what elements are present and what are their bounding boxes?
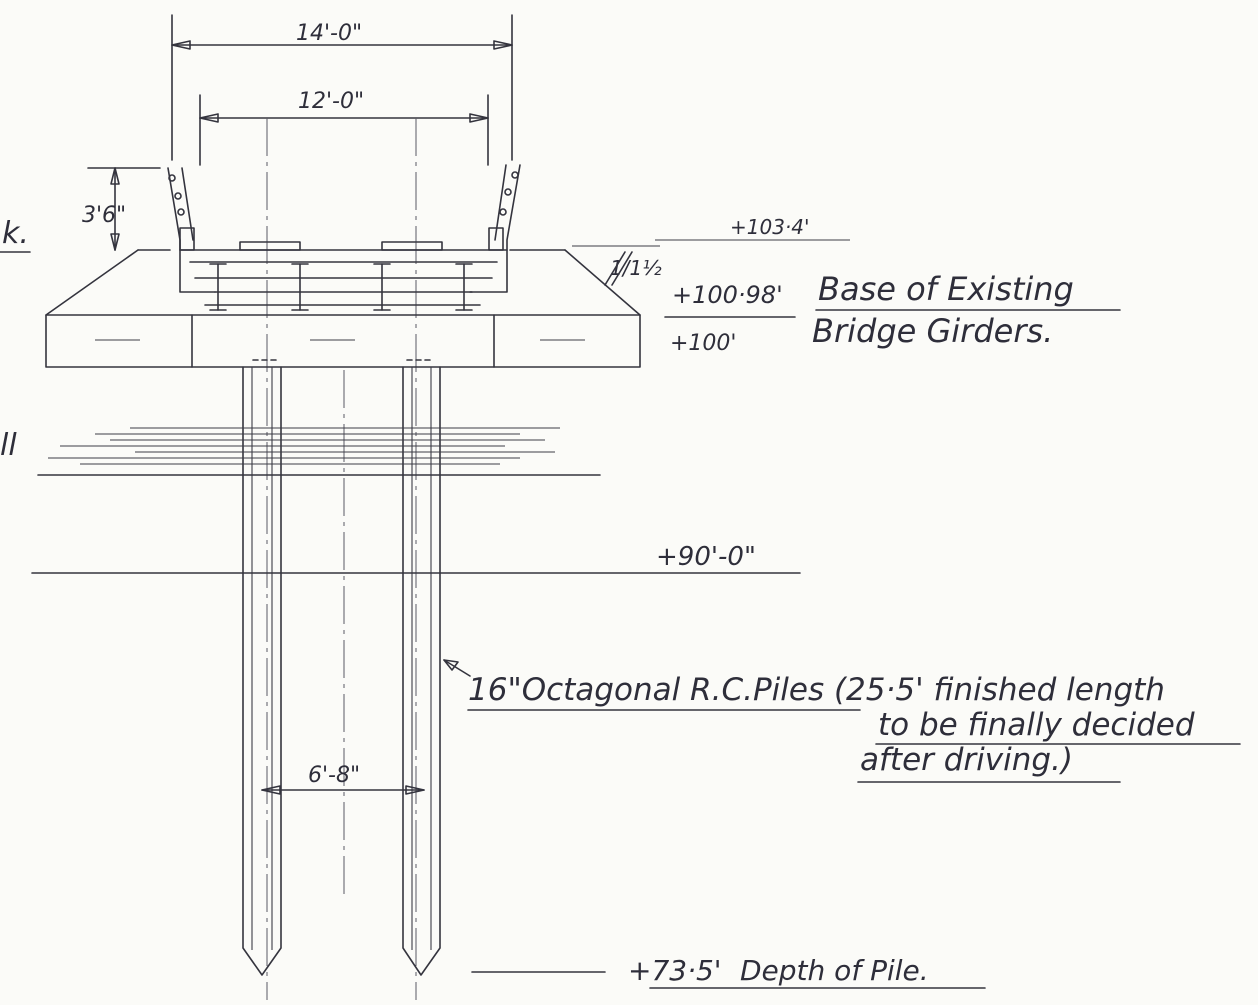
girder [209, 263, 227, 311]
sleeper-block-left [239, 241, 301, 251]
overall-width-dimension: 14'-0" [171, 14, 513, 161]
rail-bolt [499, 208, 507, 216]
inner-width-label: 12'-0" [298, 89, 364, 114]
pile-cap [45, 239, 850, 368]
girder [455, 263, 473, 311]
girder-base-level-value: +100·98' [672, 281, 783, 309]
arrowhead [469, 113, 489, 123]
bridge-deck-channel [167, 164, 521, 311]
left-railing-outer [167, 167, 216, 293]
arrowhead [443, 659, 459, 671]
arrowhead [261, 785, 281, 795]
rail-height-label: 3'6" [82, 203, 126, 228]
pile-note-line-1: 16"Octagonal R.C.Piles (25·5' finished l… [468, 672, 1165, 708]
left-edge-text-fragment: k. [2, 216, 29, 251]
rail-bolt [168, 174, 176, 182]
arrowhead [110, 167, 120, 185]
arrowhead [110, 233, 120, 251]
rail-bolt [504, 188, 512, 196]
slope-mark [604, 251, 626, 286]
girder [291, 263, 309, 311]
pile-spacing-dimension: 6'-8" [261, 763, 425, 795]
rail-bolt [177, 208, 185, 216]
rail-height-dimension: 3'6" [82, 167, 161, 251]
slope-mark [611, 251, 633, 286]
girder-base-callout: +100·98' Base of Existing Bridge Girders… [664, 270, 1121, 356]
pile-spacing-label: 6'-8" [308, 763, 360, 788]
pile-tip-level-value: +73·5' [628, 954, 722, 987]
cap-base-level-label: +100' [670, 331, 736, 356]
pile-tip-callout: +73·5' Depth of Pile. [471, 954, 986, 989]
pile-note-leader [443, 659, 471, 677]
pile-note-line-2: to be finally decided [878, 707, 1195, 743]
sleeper-block-right [381, 241, 443, 251]
right-railing-outer [469, 164, 521, 293]
water-level-hatching [37, 427, 601, 476]
arrowhead [171, 40, 191, 50]
top-rail-level-label: +103·4' [730, 215, 810, 239]
overall-width-label: 14'-0" [296, 21, 362, 46]
girder-base-text-line-2: Bridge Girders. [812, 312, 1053, 350]
slope-ratio-label: 1/1½ [610, 256, 662, 280]
arrowhead [405, 785, 425, 795]
left-railing-inner [181, 167, 194, 241]
girder [373, 263, 391, 311]
inner-width-dimension: 12'-0" [199, 89, 489, 166]
rail-bolt [174, 192, 182, 200]
pile-note-line-3: after driving.) [860, 742, 1073, 778]
pile-note: 16"Octagonal R.C.Piles (25·5' finished l… [443, 659, 1241, 783]
cap-outline [45, 249, 641, 368]
arrowhead [199, 113, 219, 123]
ground-level-label: +90'-0" [656, 542, 756, 572]
arrowhead [493, 40, 513, 50]
rail-bolt [511, 171, 519, 179]
girder-base-text-line-1: Base of Existing [818, 270, 1074, 308]
pile-left-outline [242, 366, 282, 976]
pile-tip-level-text: Depth of Pile. [740, 954, 929, 987]
pile-right-outline [402, 366, 441, 976]
left-water-text-fragment: ll [0, 428, 17, 463]
